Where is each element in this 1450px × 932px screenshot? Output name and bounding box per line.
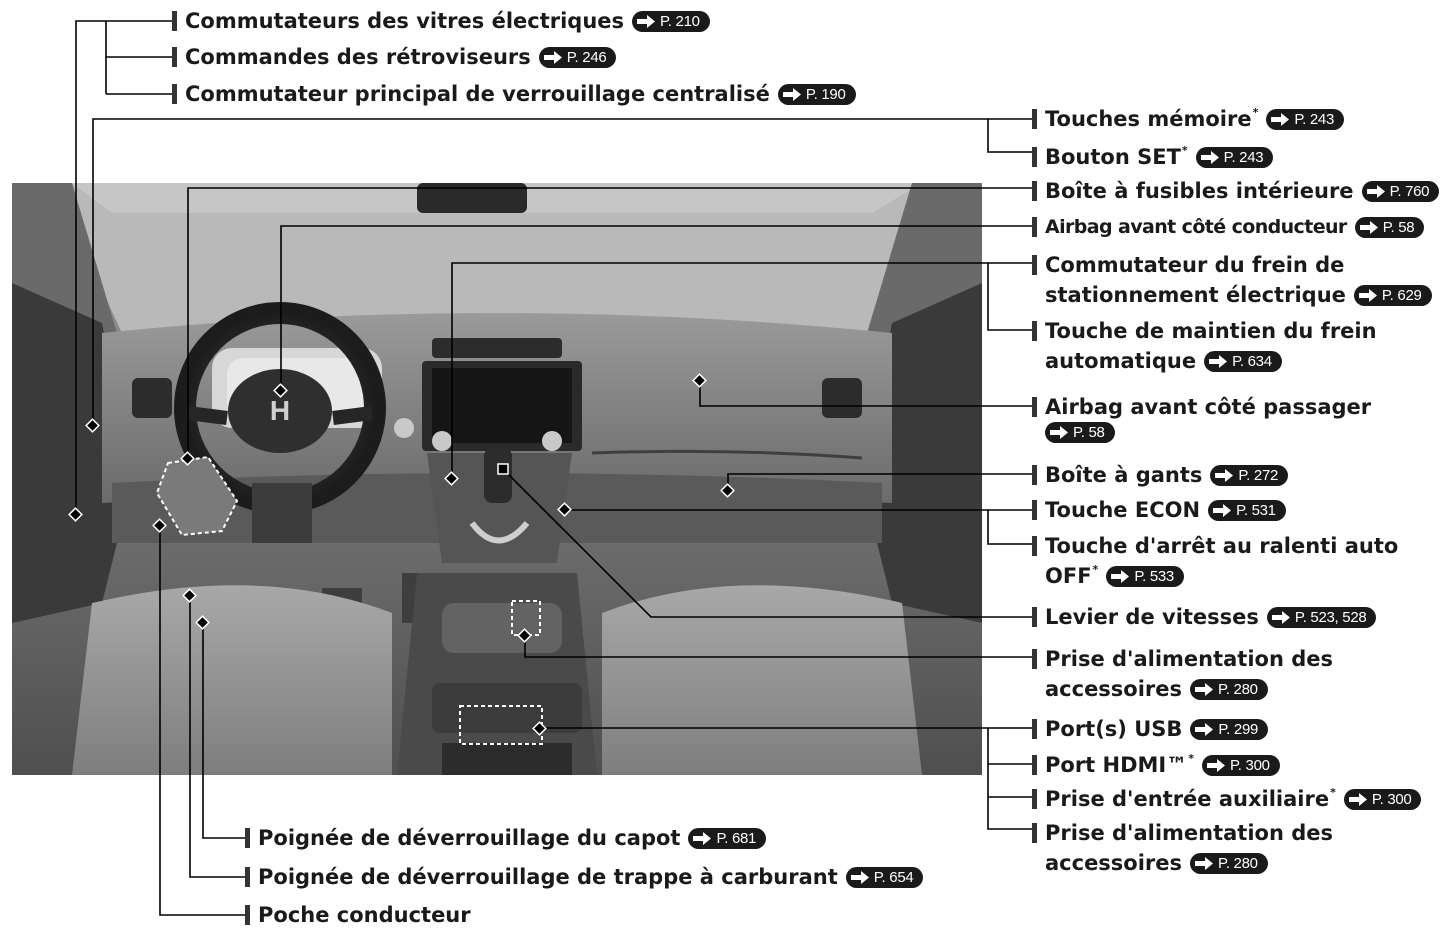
label-prise-alimentation-1: Prise d'alimentation des accessoires P. … (1032, 644, 1333, 704)
right-arrow-icon (1366, 184, 1385, 198)
right-arrow-icon (1207, 758, 1226, 772)
page-ref-badge[interactable]: P. 58 (1354, 216, 1425, 238)
label-maintien-frein: Touche de maintien du frein automatique … (1032, 316, 1377, 376)
label-carburant: Poignée de déverrouillage de trappe à ca… (245, 862, 924, 892)
page-ref-badge[interactable]: P. 280 (1190, 852, 1268, 874)
label-verrou: Commutateur principal de verrouillage ce… (172, 79, 856, 109)
label-hdmi: Port HDMI™* P. 300 (1032, 750, 1280, 780)
label-memoire: Touches mémoire* P. 243 (1032, 104, 1345, 134)
label-usb: Port(s) USB P. 299 (1032, 714, 1269, 744)
page-ref-badge[interactable]: P. 533 (1106, 565, 1184, 587)
right-arrow-icon (1215, 468, 1234, 482)
page-ref-badge[interactable]: P. 190 (777, 83, 856, 105)
right-arrow-icon (1271, 610, 1290, 624)
label-ralenti: Touche d'arrêt au ralenti auto OFF* P. 5… (1032, 531, 1398, 591)
page-ref-badge[interactable]: P. 300 (1343, 788, 1422, 810)
page-ref-badge[interactable]: P. 299 (1190, 718, 1269, 740)
right-arrow-icon (1111, 569, 1130, 583)
page-ref-badge[interactable]: P. 681 (688, 827, 767, 849)
right-arrow-icon (1209, 354, 1228, 368)
right-arrow-icon (1348, 792, 1367, 806)
label-aux: Prise d'entrée auxiliaire* P. 300 (1032, 784, 1422, 814)
page-ref-badge[interactable]: P. 629 (1353, 284, 1432, 306)
label-levier: Levier de vitesses P. 523, 528 (1032, 602, 1377, 632)
label-set: Bouton SET* P. 243 (1032, 142, 1274, 172)
right-arrow-icon (1195, 722, 1214, 736)
right-arrow-icon (1195, 682, 1214, 696)
right-arrow-icon (637, 14, 656, 28)
label-frein-electrique: Commutateur du frein de stationnement él… (1032, 250, 1432, 310)
label-fusibles: Boîte à fusibles intérieure P. 760 (1032, 176, 1440, 206)
page-ref-badge[interactable]: P. 210 (632, 10, 710, 32)
page-ref-badge[interactable]: P. 280 (1190, 678, 1268, 700)
page-ref-badge[interactable]: P. 531 (1208, 499, 1286, 521)
label-gants: Boîte à gants P. 272 (1032, 460, 1289, 490)
right-arrow-icon (543, 50, 562, 64)
page-ref-badge[interactable]: P. 243 (1266, 108, 1345, 130)
right-arrow-icon (693, 831, 712, 845)
label-vitres: Commutateurs des vitres électriques P. 2… (172, 6, 710, 36)
label-capot: Poignée de déverrouillage du capot P. 68… (245, 823, 767, 853)
label-prise-alimentation-2: Prise d'alimentation des accessoires P. … (1032, 818, 1333, 878)
honda-h-logo: H (270, 395, 290, 426)
label-airbag-conducteur: Airbag avant côté conducteur P. 58 (1032, 212, 1425, 242)
label-airbag-passager: Airbag avant côté passager P. 58 (1032, 392, 1371, 443)
right-arrow-icon (850, 870, 869, 884)
dashboard-photo: H (12, 183, 982, 775)
page-ref-badge[interactable]: P. 243 (1195, 146, 1274, 168)
right-arrow-icon (1050, 426, 1068, 439)
right-arrow-icon (1200, 150, 1219, 164)
page-ref-badge[interactable]: P. 246 (538, 46, 617, 68)
right-arrow-icon (782, 87, 801, 101)
right-arrow-icon (1213, 503, 1232, 517)
page-ref-badge[interactable]: P. 300 (1202, 754, 1280, 776)
right-arrow-icon (1358, 288, 1377, 302)
right-arrow-icon (1359, 220, 1378, 234)
page-ref-badge[interactable]: P. 58 (1045, 422, 1115, 443)
page-ref-badge[interactable]: P. 523, 528 (1266, 606, 1377, 628)
page-ref-badge[interactable]: P. 654 (845, 866, 924, 888)
page-ref-badge[interactable]: P. 634 (1204, 350, 1282, 372)
label-poche: Poche conducteur (245, 900, 471, 930)
right-arrow-icon (1195, 856, 1214, 870)
page-ref-badge[interactable]: P. 760 (1361, 180, 1440, 202)
right-arrow-icon (1271, 112, 1290, 126)
label-retro: Commandes des rétroviseurs P. 246 (172, 42, 617, 72)
label-econ: Touche ECON P. 531 (1032, 495, 1286, 525)
page-ref-badge[interactable]: P. 272 (1210, 464, 1289, 486)
dashboard-illustration: H (12, 183, 982, 775)
